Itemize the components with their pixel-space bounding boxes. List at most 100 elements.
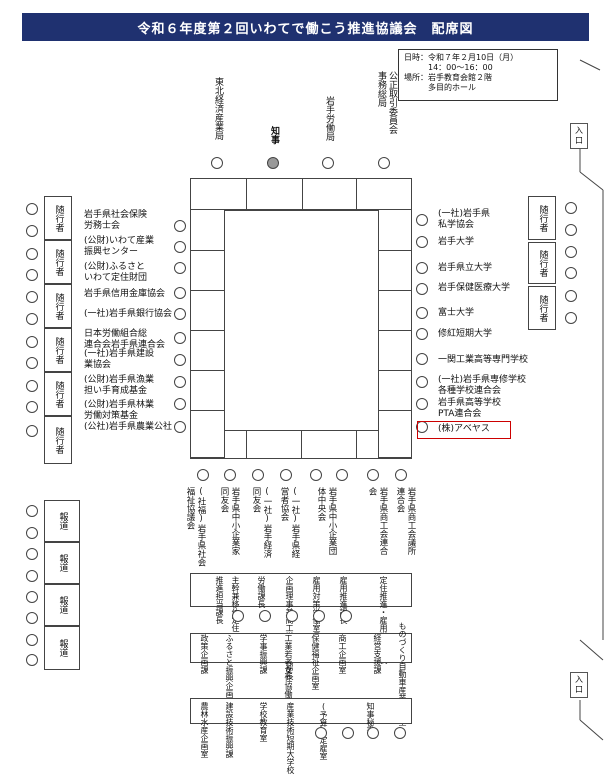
seat-bottom-1 xyxy=(224,469,236,481)
seat-left-1 xyxy=(174,241,186,253)
staff3-label-1: 建設技術振興課 xyxy=(225,702,234,758)
left-seat-label-9: (公社)岩手県農業公社 xyxy=(84,422,173,432)
seat-staff1-0 xyxy=(232,610,244,622)
bottom-seat-label-0: (社福)岩手県社会福祉協議会 xyxy=(185,487,206,567)
staff2-label-2: 学事振興課 xyxy=(259,634,268,674)
seat-label-rodo: 岩手労働局 xyxy=(324,96,334,141)
seat-chiji xyxy=(267,157,279,169)
staff2-label-4: 保健福祉企画室 xyxy=(311,634,320,690)
left-seat-label-8: (公財)岩手県林業 労働対策基金 xyxy=(84,400,155,421)
zuiko-left-3: 随行者 xyxy=(44,328,72,372)
page-title: 令和６年度第２回いわてで働こう推進協議会 配席図 xyxy=(22,13,589,41)
seat-right-8 xyxy=(416,398,428,410)
bottom-seat-label-1: 岩手県中小企業家同友会 xyxy=(219,487,240,555)
seat-zuiko-left-2 xyxy=(26,248,38,260)
seat-hodo-3 xyxy=(26,570,38,582)
seat-right-4 xyxy=(416,307,428,319)
seat-zuiko-right-0 xyxy=(565,202,577,214)
seat-staff1-2 xyxy=(286,610,298,622)
seat-bottom-3 xyxy=(280,469,292,481)
right-seat-label-1: 岩手大学 xyxy=(438,237,475,247)
seat-staff3-3 xyxy=(394,727,406,739)
seat-zuiko-left-4 xyxy=(26,291,38,303)
staff-table-1 xyxy=(190,573,412,607)
right-seat-label-3: 岩手保健医療大学 xyxy=(438,283,511,293)
left-seat-label-7: (公財)岩手県漁業 担い手育成基金 xyxy=(84,375,155,396)
left-seat-label-1: (公財)いわて産業 振興センター xyxy=(84,236,155,257)
seat-zuiko-right-4 xyxy=(565,290,577,302)
seat-hodo-5 xyxy=(26,612,38,624)
bottom-seat-label-3: (一社)岩手県経営者協会 xyxy=(279,487,300,558)
meeting-info: 日時：令和７年２月10日（月） 14：00～16：00 場所：岩手教育会館２階 … xyxy=(398,49,558,101)
right-seat-label-2: 岩手県立大学 xyxy=(438,263,493,273)
zuiko-left-2: 随行者 xyxy=(44,284,72,328)
seat-bottom-6 xyxy=(367,469,379,481)
staff1-label-1: 主幹兼移住定住 xyxy=(231,576,240,632)
seat-hodo-1 xyxy=(26,527,38,539)
seat-staff1-4 xyxy=(340,610,352,622)
seat-hodo-4 xyxy=(26,591,38,603)
hodo-1: 報道 xyxy=(44,542,80,584)
seat-bottom-4 xyxy=(310,469,322,481)
left-seat-label-5: 日本労働組合総 連合会岩手県連合会 xyxy=(84,329,166,350)
zuiko-right-1: 随行者 xyxy=(528,242,556,284)
seat-left-5 xyxy=(174,332,186,344)
right-seat-label-5: 修紅短期大学 xyxy=(438,329,493,339)
hodo-2: 報道 xyxy=(44,584,80,626)
seat-bottom-5 xyxy=(336,469,348,481)
seat-bottom-7 xyxy=(395,469,407,481)
seat-staff3-0 xyxy=(315,727,327,739)
zuiko-left-1: 随行者 xyxy=(44,240,72,284)
zuiko-left-4: 随行者 xyxy=(44,372,72,416)
seat-hodo-6 xyxy=(26,634,38,646)
seat-left-8 xyxy=(174,398,186,410)
seat-zuiko-right-3 xyxy=(565,267,577,279)
left-seat-label-6: (一社)岩手県建設 業協会 xyxy=(84,349,155,370)
seat-left-0 xyxy=(174,220,186,232)
entrance-bottom: 入 口 xyxy=(570,672,588,698)
right-seat-label-7: (一社)岩手県専修学校 各種学校連合会 xyxy=(438,375,527,396)
seat-label-tohoku: 東北経済産業局 xyxy=(213,77,223,140)
seat-left-6 xyxy=(174,354,186,366)
staff-table-2 xyxy=(190,633,412,663)
staff1-label-0: 推進担当課長 xyxy=(215,576,224,624)
staff1-label-5: 雇用推進課長 xyxy=(339,576,348,624)
seat-right-7 xyxy=(416,376,428,388)
staff2-label-0: 政策企画課 xyxy=(200,634,209,674)
seat-staff1-1 xyxy=(259,610,271,622)
seat-right-0 xyxy=(416,214,428,226)
seat-right-1 xyxy=(416,236,428,248)
staff2-label-1: ふるさと振興企画室 xyxy=(225,634,234,706)
seat-label-kosei-a: 公正取引委員会 xyxy=(387,71,397,134)
left-seat-label-3: 岩手県信用金庫協会 xyxy=(84,289,166,299)
seat-zuiko-right-2 xyxy=(565,246,577,258)
staff3-label-3: 産業技術短期大学校 xyxy=(286,702,295,774)
staff2-label-7: ものづくり自動車産業振興室 xyxy=(398,622,407,726)
seat-label-kosei-b: 事務総局 xyxy=(376,71,386,107)
table-inner xyxy=(224,210,379,458)
staff-table-3 xyxy=(190,698,412,724)
seat-right-2 xyxy=(416,262,428,274)
bottom-seat-label-4: 岩手県中小企業団体中央会 xyxy=(316,487,337,555)
staff1-label-6: 定住推進・雇用労働室長 xyxy=(379,576,388,664)
seat-zuiko-left-3 xyxy=(26,269,38,281)
staff3-label-2: 学校教育室 xyxy=(259,702,268,742)
seat-zuiko-right-5 xyxy=(565,312,577,324)
seat-staff1-3 xyxy=(313,610,325,622)
seat-staff3-1 xyxy=(342,727,354,739)
right-seat-label-0: (一社)岩手県 私学協会 xyxy=(438,209,491,230)
seat-bottom-2 xyxy=(252,469,264,481)
bottom-seat-label-6: 岩手県商工会議所連合会 xyxy=(395,487,416,555)
left-seat-label-0: 岩手県社会保険 労務士会 xyxy=(84,210,148,231)
seat-zuiko-left-1 xyxy=(26,225,38,237)
seat-zuiko-left-8 xyxy=(26,380,38,392)
seat-staff3-2 xyxy=(367,727,379,739)
right-seat-label-9: (株)アベヤス xyxy=(438,424,490,434)
staff3-label-5: 知事秘書 xyxy=(366,702,375,734)
seat-left-7 xyxy=(174,376,186,388)
seat-right-5 xyxy=(416,328,428,340)
seat-hodo-0 xyxy=(26,505,38,517)
seat-zuiko-left-7 xyxy=(26,357,38,369)
hodo-3: 報道 xyxy=(44,626,80,670)
left-seat-label-2: (公財)ふるさと いわて定住財団 xyxy=(84,262,148,283)
